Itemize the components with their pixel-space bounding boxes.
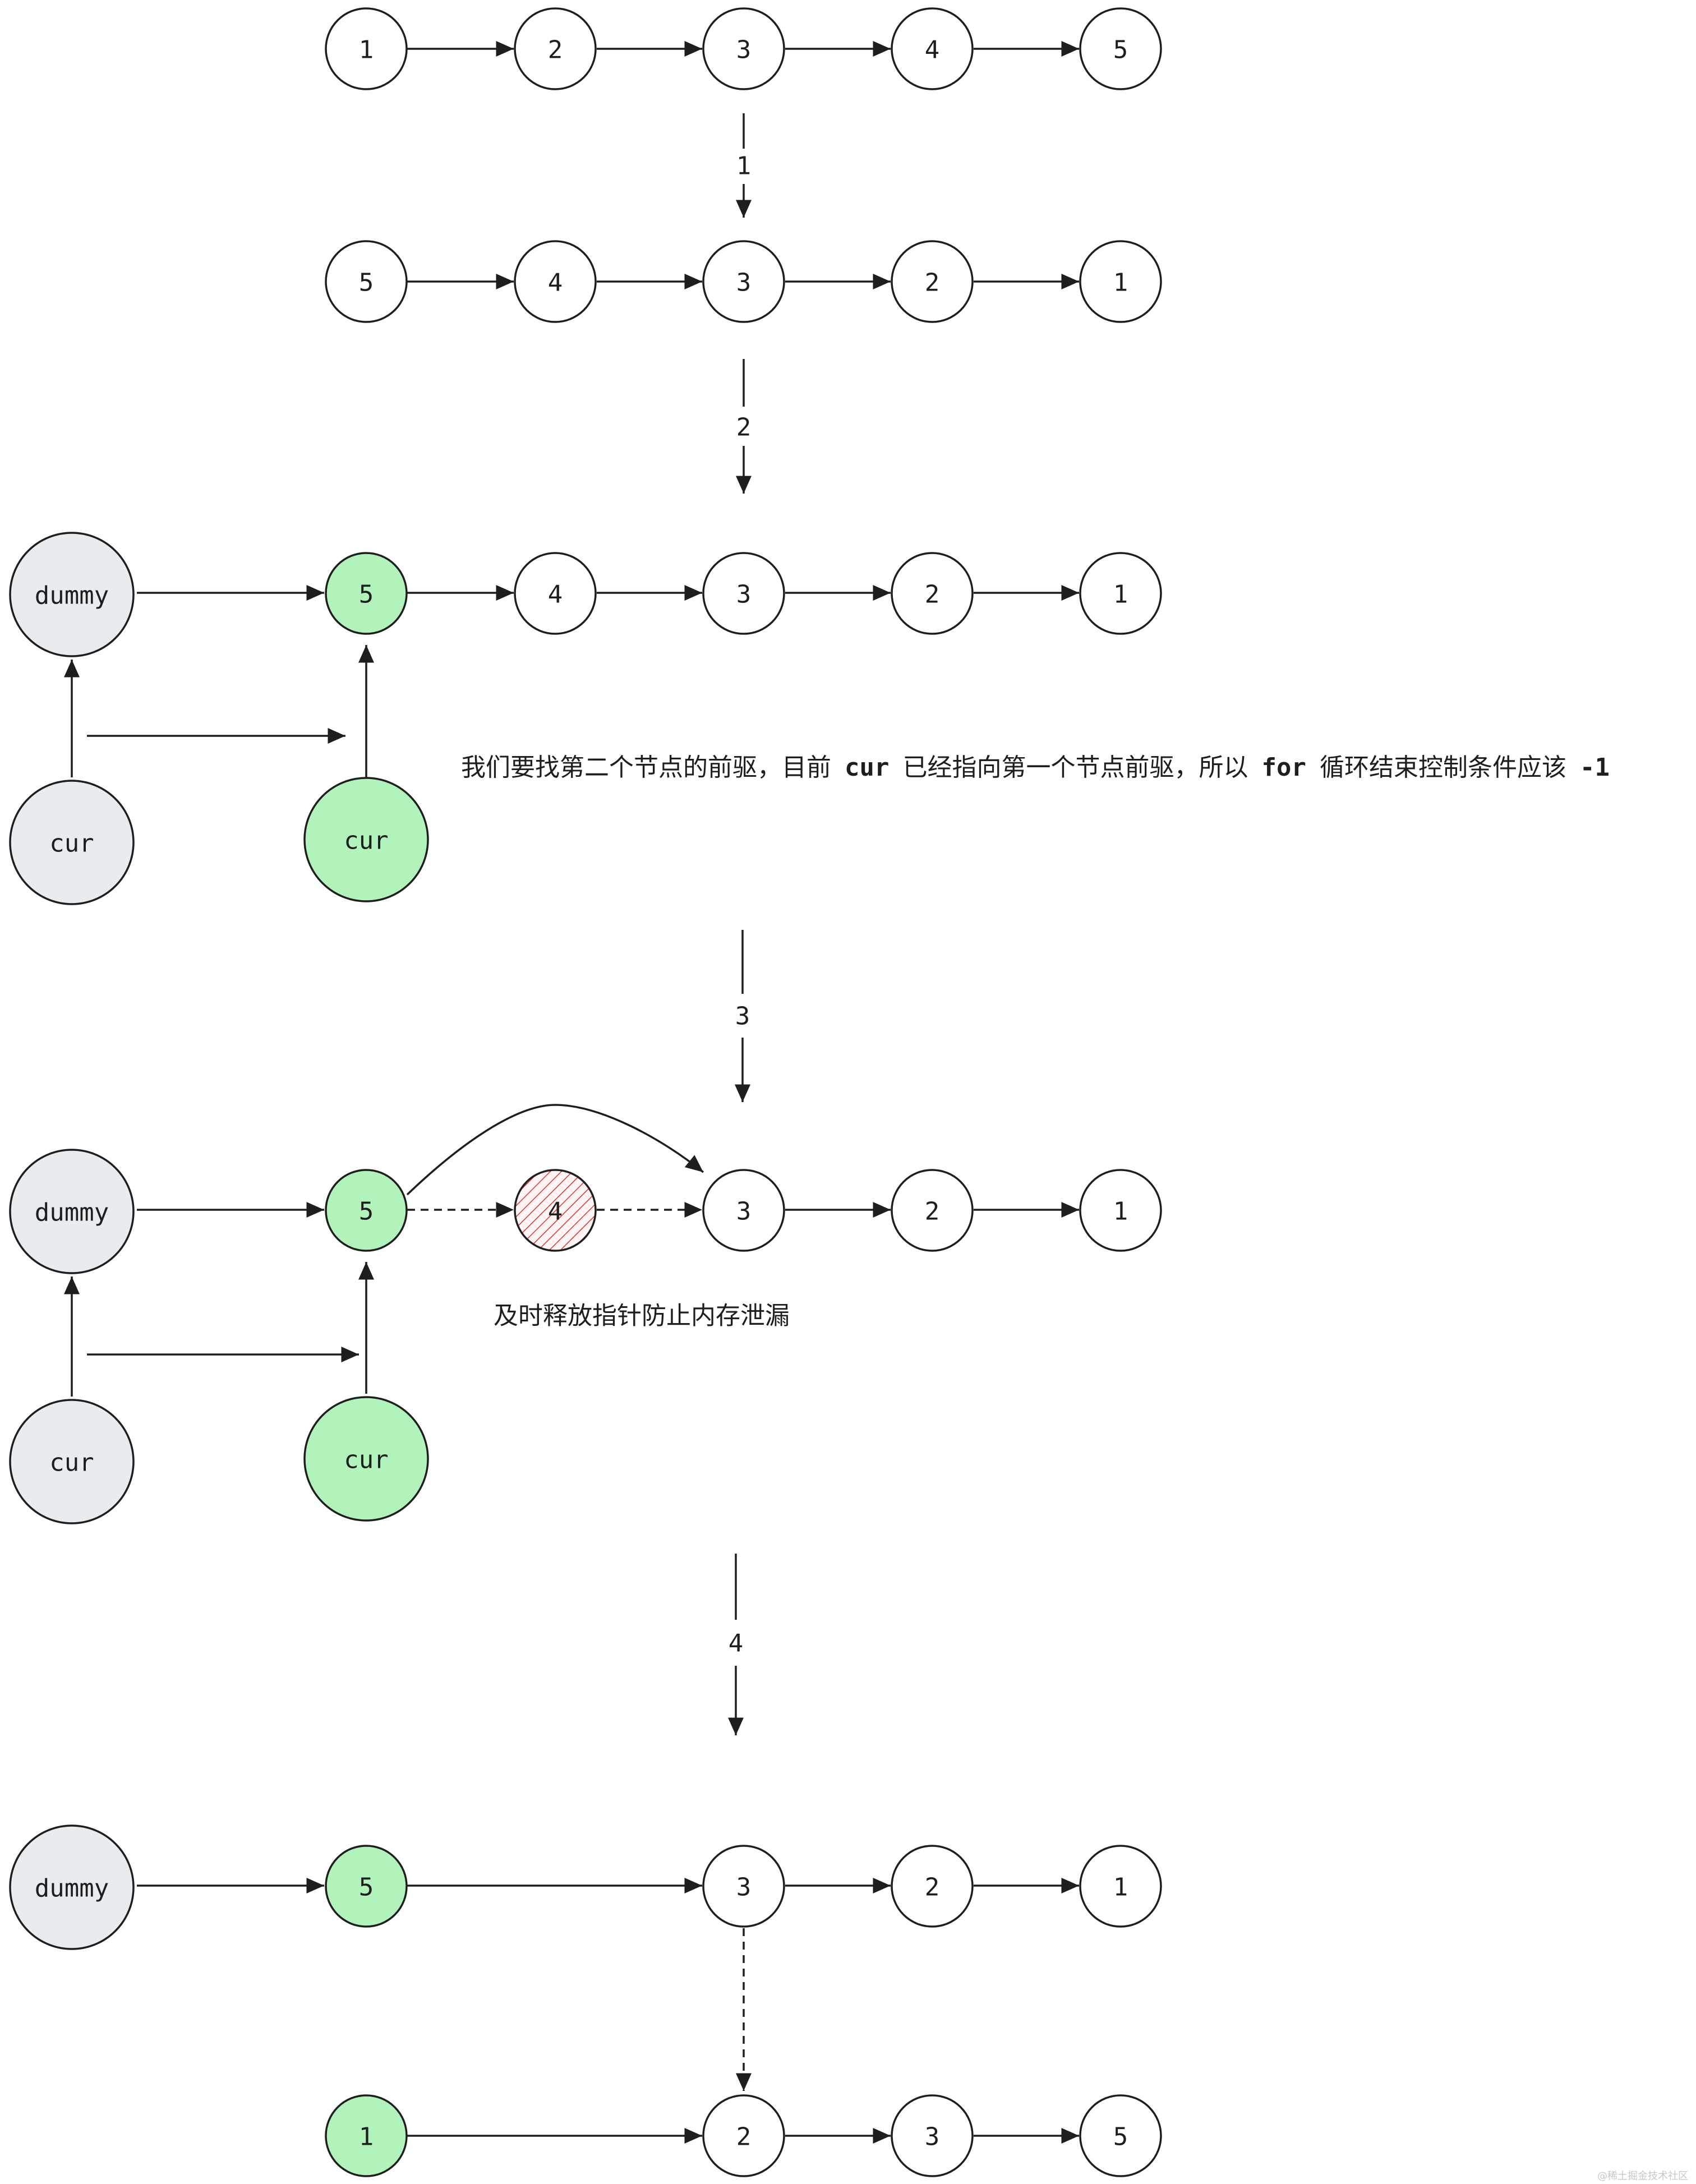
list-node: 5 bbox=[1079, 2094, 1162, 2177]
node-value: 4 bbox=[925, 36, 940, 64]
list-node: 3 bbox=[702, 7, 785, 90]
node-value: 4 bbox=[548, 1197, 563, 1226]
list-node: 3 bbox=[702, 552, 785, 635]
list-node: 3 bbox=[702, 240, 785, 323]
list-node: 3 bbox=[702, 1169, 785, 1252]
dummy-node: dummy bbox=[9, 1824, 135, 1950]
node-value: 3 bbox=[736, 1873, 752, 1902]
cur-new-node: cur bbox=[303, 777, 429, 902]
cur-label: cur bbox=[344, 1446, 388, 1475]
bypass-edge bbox=[406, 1104, 704, 1196]
watermark: @稀土掘金技术社区 bbox=[1597, 2171, 1688, 2182]
node-value: 3 bbox=[736, 36, 752, 64]
node-value: 5 bbox=[359, 580, 374, 609]
list-node: 1 bbox=[1079, 1845, 1162, 1928]
row4-list: dummy 5 4 3 2 1 cur cur bbox=[9, 1104, 1162, 1524]
list-node: 4 bbox=[514, 552, 597, 635]
list-node-highlighted: 5 bbox=[325, 552, 408, 635]
step-number: 1 bbox=[736, 152, 752, 181]
node-value: 5 bbox=[359, 1873, 374, 1902]
dummy-label: dummy bbox=[35, 582, 109, 610]
list-node: 2 bbox=[891, 1169, 974, 1252]
node-value: 5 bbox=[1113, 2123, 1128, 2151]
cur-old-node: cur bbox=[9, 1399, 135, 1524]
cur-label: cur bbox=[49, 1449, 94, 1477]
row1-list: 1 2 3 4 5 bbox=[325, 7, 1162, 90]
list-node: 4 bbox=[891, 7, 974, 90]
node-value: 3 bbox=[736, 580, 752, 609]
list-node: 1 bbox=[325, 7, 408, 90]
node-value: 1 bbox=[1113, 1197, 1128, 1226]
node-value: 2 bbox=[736, 2123, 752, 2151]
list-node-highlighted: 5 bbox=[325, 1845, 408, 1928]
note-free-pointer: 及时释放指针防止内存泄漏 bbox=[494, 1302, 790, 1330]
cur-label: cur bbox=[344, 827, 388, 855]
node-value: 2 bbox=[548, 36, 563, 64]
list-node: 2 bbox=[891, 240, 974, 323]
step-number: 4 bbox=[729, 1629, 744, 1658]
step-number: 2 bbox=[736, 413, 752, 442]
dummy-node: dummy bbox=[9, 1149, 135, 1274]
list-node: 3 bbox=[702, 1845, 785, 1928]
node-value: 3 bbox=[736, 269, 752, 297]
step-number: 3 bbox=[735, 1002, 750, 1031]
step-arrow-1: 1 bbox=[736, 113, 752, 218]
cur-label: cur bbox=[49, 830, 94, 858]
node-value: 2 bbox=[925, 269, 940, 297]
list-node: 1 bbox=[1079, 552, 1162, 635]
list-node-highlighted: 1 bbox=[325, 2094, 408, 2177]
node-value: 1 bbox=[359, 2123, 374, 2151]
list-node: 4 bbox=[514, 240, 597, 323]
list-node-removed: 4 bbox=[514, 1169, 597, 1252]
list-node: 2 bbox=[514, 7, 597, 90]
list-node: 2 bbox=[891, 1845, 974, 1928]
node-value: 5 bbox=[359, 1197, 374, 1226]
row2-list: 5 4 3 2 1 bbox=[325, 240, 1162, 323]
dummy-label: dummy bbox=[35, 1199, 109, 1227]
list-node: 1 bbox=[1079, 240, 1162, 323]
cur-new-node: cur bbox=[303, 1396, 429, 1522]
step-arrow-4: 4 bbox=[728, 1554, 744, 1735]
node-value: 5 bbox=[359, 269, 374, 297]
node-value: 2 bbox=[925, 1873, 940, 1902]
node-value: 3 bbox=[736, 1197, 752, 1226]
dummy-label: dummy bbox=[35, 1874, 109, 1903]
node-value: 4 bbox=[548, 580, 563, 609]
node-value: 1 bbox=[1113, 269, 1128, 297]
list-node: 5 bbox=[1079, 7, 1162, 90]
list-node: 3 bbox=[891, 2094, 974, 2177]
dummy-node: dummy bbox=[9, 532, 135, 657]
node-value: 2 bbox=[925, 580, 940, 609]
node-value: 1 bbox=[1113, 1873, 1128, 1902]
node-value: 1 bbox=[359, 36, 374, 64]
node-value: 5 bbox=[1113, 36, 1128, 64]
cur-old-node: cur bbox=[9, 780, 135, 905]
node-value: 3 bbox=[925, 2123, 940, 2151]
node-value: 1 bbox=[1113, 580, 1128, 609]
list-node: 2 bbox=[702, 2094, 785, 2177]
step-arrow-3: 3 bbox=[735, 930, 750, 1102]
list-node: 1 bbox=[1079, 1169, 1162, 1252]
node-value: 2 bbox=[925, 1197, 940, 1226]
step-arrow-2: 2 bbox=[736, 359, 752, 494]
row5-list: dummy 5 3 2 1 bbox=[9, 1824, 1162, 2091]
list-node: 2 bbox=[891, 552, 974, 635]
node-value: 4 bbox=[548, 269, 563, 297]
row6-list: 1 2 3 5 bbox=[325, 2094, 1162, 2177]
list-node-highlighted: 5 bbox=[325, 1169, 408, 1252]
list-node: 5 bbox=[325, 240, 408, 323]
row3-list: dummy 5 4 3 2 1 cur cur bbox=[9, 532, 1162, 905]
